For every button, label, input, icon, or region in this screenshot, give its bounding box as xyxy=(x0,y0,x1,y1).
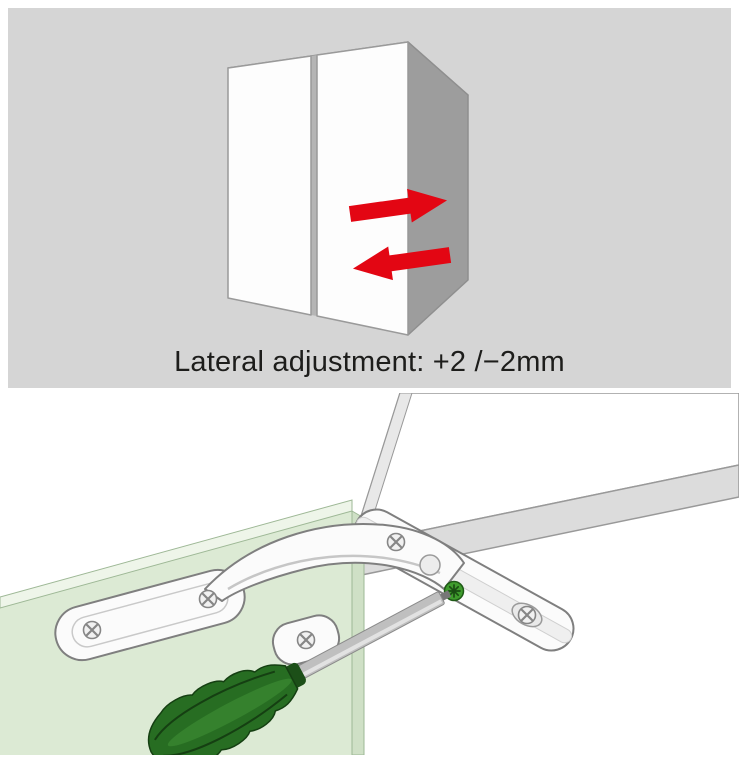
figure-caption: Lateral adjustment: +2 /−2mm xyxy=(174,346,565,379)
mounting-screw-icon xyxy=(296,630,316,650)
mounting-screw-icon xyxy=(517,605,537,625)
adjustment-arrows xyxy=(348,188,452,281)
hinge-boss xyxy=(419,554,441,576)
hinge-adjustment-figure xyxy=(0,392,739,760)
cabinet xyxy=(227,41,469,336)
hinge-illustration xyxy=(0,392,739,760)
cabinet-illustration xyxy=(8,8,731,388)
mounting-screw-icon xyxy=(82,620,102,640)
screwdriver-handle-rib xyxy=(154,670,276,741)
mounting-screw-icon xyxy=(386,532,406,552)
cabinet-door-gap xyxy=(311,55,317,316)
lateral-adjustment-figure: Lateral adjustment: +2 /−2mm xyxy=(8,8,731,388)
screwdriver xyxy=(147,590,452,760)
screwdriver-handle-highlight xyxy=(167,678,292,747)
mounting-screw-icon xyxy=(198,589,218,609)
arrow-left-icon xyxy=(352,246,452,281)
cabinet-left-door xyxy=(227,55,312,316)
cabinet-right-door xyxy=(316,41,409,336)
screwdriver-shaft-highlight xyxy=(300,599,443,678)
arrow-right-icon xyxy=(348,188,448,223)
hinge-arm-shading xyxy=(227,554,441,591)
